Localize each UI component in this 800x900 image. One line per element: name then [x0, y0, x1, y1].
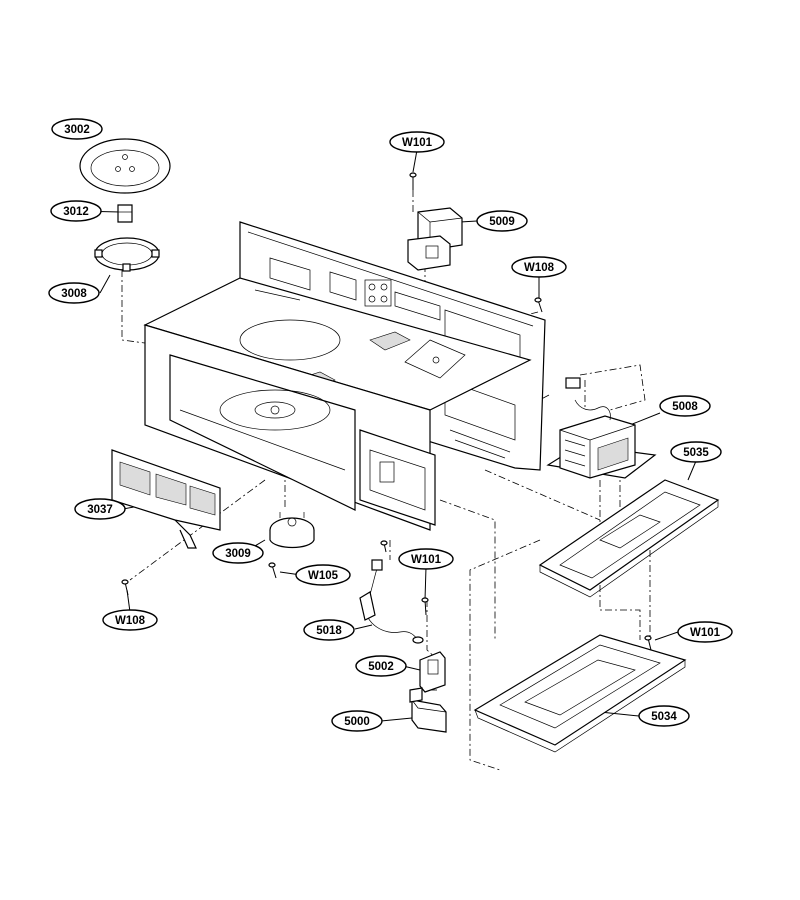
- svg-text:5034: 5034: [651, 711, 677, 723]
- roller-ring: [94, 237, 160, 272]
- part-labels: 3002 3012 3008 W101 5009 W108 5008 5035: [48, 118, 733, 732]
- svg-text:W108: W108: [524, 262, 555, 274]
- svg-text:3008: 3008: [61, 288, 87, 300]
- oven-cavity-chassis: [143, 221, 546, 531]
- screw-w108-top: [534, 297, 543, 313]
- svg-text:3009: 3009: [225, 548, 251, 560]
- transformer: [546, 377, 657, 479]
- svg-text:5008: 5008: [672, 401, 698, 413]
- label-3008: 3008: [48, 282, 100, 304]
- screw-w101-center: [421, 597, 429, 616]
- turntable-coupler: [117, 204, 133, 223]
- grille-cover: [111, 449, 221, 549]
- svg-text:3037: 3037: [87, 504, 113, 516]
- turntable-motor: [269, 512, 315, 549]
- capacitor-bracket-part: [407, 207, 463, 271]
- svg-text:5002: 5002: [368, 661, 394, 673]
- label-5008: 5008: [659, 395, 711, 417]
- label-w108-bottom: W108: [102, 609, 158, 631]
- screw-center-small: [380, 540, 388, 553]
- svg-text:W101: W101: [402, 137, 433, 149]
- label-w105: W105: [295, 564, 351, 586]
- svg-text:W101: W101: [690, 627, 721, 639]
- svg-text:5035: 5035: [683, 447, 709, 459]
- svg-text:5000: 5000: [344, 716, 370, 728]
- label-5034: 5034: [638, 705, 690, 727]
- svg-text:W108: W108: [115, 615, 146, 627]
- screw-w101-top: [409, 172, 417, 190]
- label-3037: 3037: [74, 498, 126, 520]
- label-w101-right: W101: [677, 621, 733, 643]
- label-5000: 5000: [331, 710, 383, 732]
- svg-text:W105: W105: [308, 570, 339, 582]
- screw-w105: [268, 562, 277, 579]
- thermostat-bracket: [419, 651, 446, 693]
- svg-text:5009: 5009: [489, 216, 515, 228]
- svg-text:3012: 3012: [63, 206, 89, 218]
- label-5009: 5009: [476, 210, 528, 232]
- bottom-cover-plate: [473, 634, 687, 753]
- label-3009: 3009: [212, 542, 264, 564]
- label-3012: 3012: [50, 200, 102, 222]
- screw-w101-right: [644, 635, 652, 651]
- label-3002: 3002: [51, 118, 103, 140]
- label-5002: 5002: [355, 655, 407, 677]
- sensor-part: [409, 687, 447, 733]
- label-w108-top: W108: [511, 256, 567, 278]
- screw-w108-bottom: [121, 579, 129, 596]
- label-5018: 5018: [303, 619, 355, 641]
- label-5035: 5035: [670, 441, 722, 463]
- svg-text:W101: W101: [411, 554, 442, 566]
- label-w101-top: W101: [389, 131, 445, 153]
- fuse-wire-harness: [359, 559, 424, 644]
- svg-text:5018: 5018: [316, 625, 342, 637]
- svg-text:3002: 3002: [64, 124, 90, 136]
- glass-turntable-tray: [79, 138, 171, 194]
- label-w101-center: W101: [398, 548, 454, 570]
- base-plate: [538, 479, 720, 598]
